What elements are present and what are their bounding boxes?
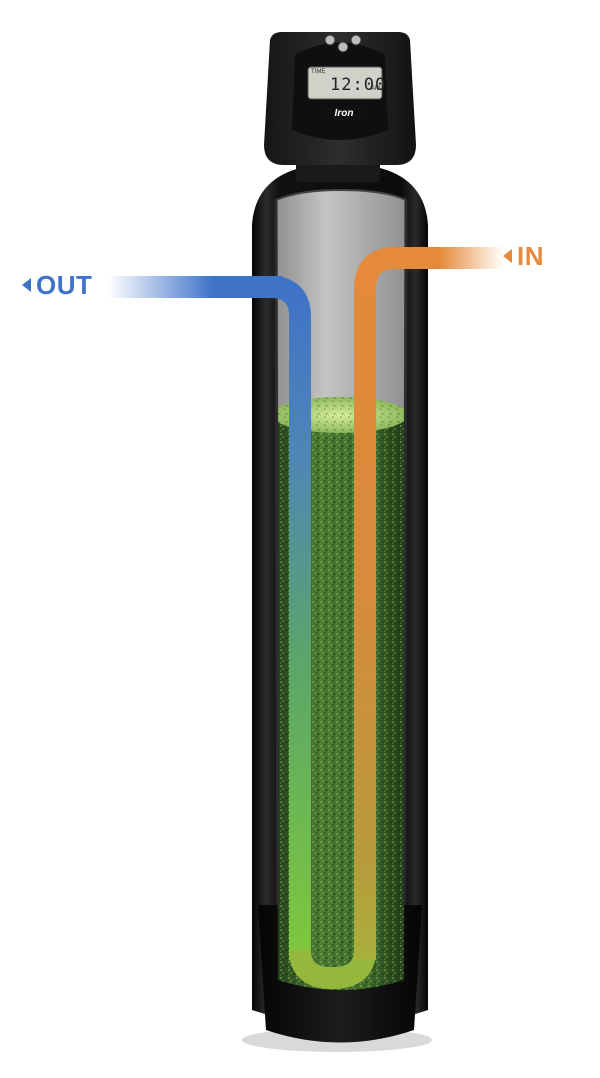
brand-line-2: Boss: [322, 120, 366, 131]
in-flow-horizontal: [396, 247, 504, 269]
flow-u-bend: [289, 949, 376, 990]
control-button-icon[interactable]: [350, 34, 362, 46]
lcd-tag: TIME: [311, 69, 326, 75]
control-button-icon[interactable]: [324, 34, 336, 46]
tank-neck: [296, 160, 380, 182]
lcd-clock: 12:00: [330, 75, 387, 95]
in-label-text: IN: [517, 241, 544, 271]
control-button-icon[interactable]: [337, 41, 349, 53]
out-label-text: OUT: [36, 270, 93, 300]
out-flow-horizontal: [108, 276, 283, 298]
left-triangle-icon: [503, 249, 512, 263]
lcd-suffix: AM: [371, 86, 380, 92]
out-label: OUT: [22, 272, 92, 298]
in-flow-down: [354, 247, 400, 960]
in-label: IN: [503, 243, 544, 269]
cutaway-left-edge: [274, 199, 280, 981]
cutaway-right-edge: [402, 199, 408, 981]
lcd-display: [307, 66, 383, 100]
brand-line-1: Iron: [322, 108, 366, 120]
control-buttons: [324, 34, 362, 53]
cutaway-rim: [275, 188, 407, 201]
brand-logo: Iron Boss: [322, 108, 366, 131]
out-flow-down: [269, 276, 311, 960]
left-triangle-icon: [22, 278, 31, 292]
